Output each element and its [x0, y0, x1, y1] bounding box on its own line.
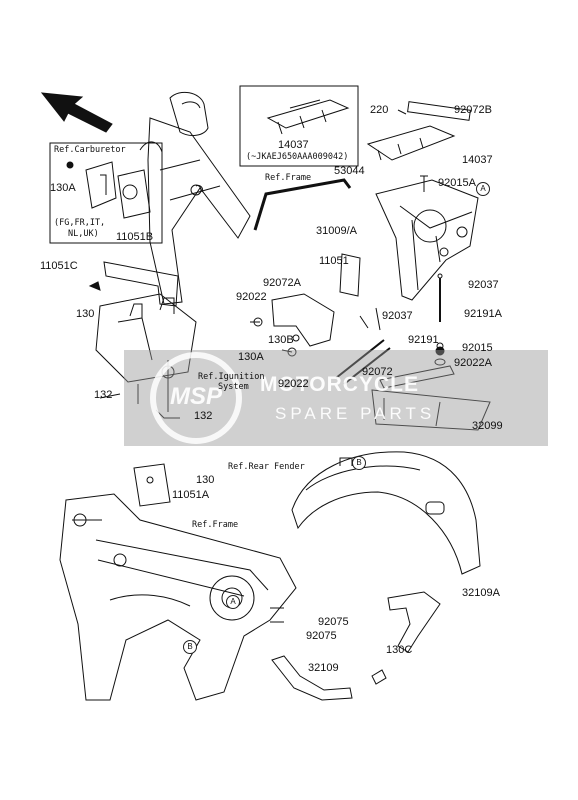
label-92075-a: 92075	[318, 616, 349, 628]
label-130B: 130B	[268, 334, 294, 346]
marker-b-fender: B	[352, 456, 366, 470]
label-92037-mid: 92037	[382, 310, 413, 322]
label-132-mid: 132	[194, 410, 213, 422]
label-220: 220	[370, 104, 389, 116]
label-92022-mid: 92022	[278, 378, 309, 390]
ref-rear-fender-note: Ref.Rear Fender	[228, 462, 305, 472]
label-130A-mid: 130A	[238, 351, 264, 363]
rod-53044	[253, 178, 352, 231]
bracket-14037-old	[266, 99, 350, 135]
label-32099: 32099	[472, 420, 503, 432]
label-130-left: 130	[76, 308, 95, 320]
label-92037-right: 92037	[468, 279, 499, 291]
hose-92191	[335, 339, 391, 385]
carburetor-part	[85, 161, 117, 209]
label-31009A: 31009/A	[316, 225, 357, 237]
front-direction-arrow	[40, 92, 113, 133]
bracket-11051C	[103, 261, 179, 307]
label-11051C: 11051C	[40, 260, 78, 272]
label-92072: 92072	[362, 366, 393, 378]
frame-head	[169, 91, 209, 136]
lower-frame	[59, 493, 297, 701]
label-92072A: 92072A	[263, 277, 301, 289]
ref-ignition-note: Ref.Igunition	[198, 372, 265, 382]
label-32109A: 32109A	[462, 587, 500, 599]
label-11051: 11051	[319, 255, 349, 267]
ref-ignition-note-line2: System	[218, 382, 249, 392]
bracket-11051	[339, 253, 361, 297]
label-92191A: 92191A	[464, 308, 502, 320]
ref-carburetor-note: Ref.Carburetor	[54, 145, 126, 155]
label-92015: 92015	[462, 342, 493, 354]
label-92015A: 92015A	[438, 177, 476, 189]
bracket-32109A	[387, 591, 441, 653]
ref-frame-top-note: Ref.Frame	[265, 173, 312, 183]
label-11051A: 11051A	[172, 489, 210, 501]
label-11051B: 11051B	[116, 231, 154, 243]
ref-frame-bottom-note: Ref.Frame	[192, 520, 239, 530]
bracket-11051A	[133, 463, 171, 507]
market-codes-line1: (FG,FR,IT,	[54, 218, 106, 228]
bracket-32109	[271, 655, 353, 701]
label-130-mid: 130	[196, 474, 215, 486]
label-92022-left: 92022	[236, 291, 267, 303]
watermark-title: MOTORCYCLE	[260, 373, 419, 396]
label-32109: 32109	[308, 662, 339, 674]
marker-a-top: A	[476, 182, 490, 196]
label-53044: 53044	[334, 165, 365, 177]
serial-range-note: (~JKAEJ650AAA009042)	[246, 152, 349, 162]
carburetor-detail-box	[49, 142, 163, 244]
label-14037-right: 14037	[462, 154, 493, 166]
label-92072B: 92072B	[454, 104, 492, 116]
battery-case-31009	[375, 179, 479, 301]
label-92075-b: 92075	[306, 630, 337, 642]
frame-top	[147, 117, 251, 305]
watermark-subtitle: SPARE PARTS	[275, 404, 436, 423]
label-130C: 130C	[386, 644, 413, 656]
rear-fender	[291, 451, 481, 575]
strap-92072B	[407, 101, 471, 121]
bracket-14037	[366, 125, 456, 161]
bracket-32099	[371, 389, 491, 431]
label-130A-left: 130A	[50, 182, 76, 194]
label-132-left: 132	[94, 389, 113, 401]
bracket-92072A	[271, 293, 335, 347]
watermark-logo-text: MSP	[169, 383, 222, 410]
watermark-logo	[150, 352, 242, 444]
market-codes-line2: NL,UK)	[68, 229, 99, 239]
marker-a-frame: A	[226, 595, 240, 609]
marker-b-frame: B	[183, 640, 197, 654]
serial-part-box	[239, 85, 359, 167]
label-92022A: 92022A	[454, 357, 492, 369]
label-14037-top: 14037	[278, 139, 309, 151]
label-92191: 92191	[408, 334, 439, 346]
plate-92072	[379, 365, 455, 389]
